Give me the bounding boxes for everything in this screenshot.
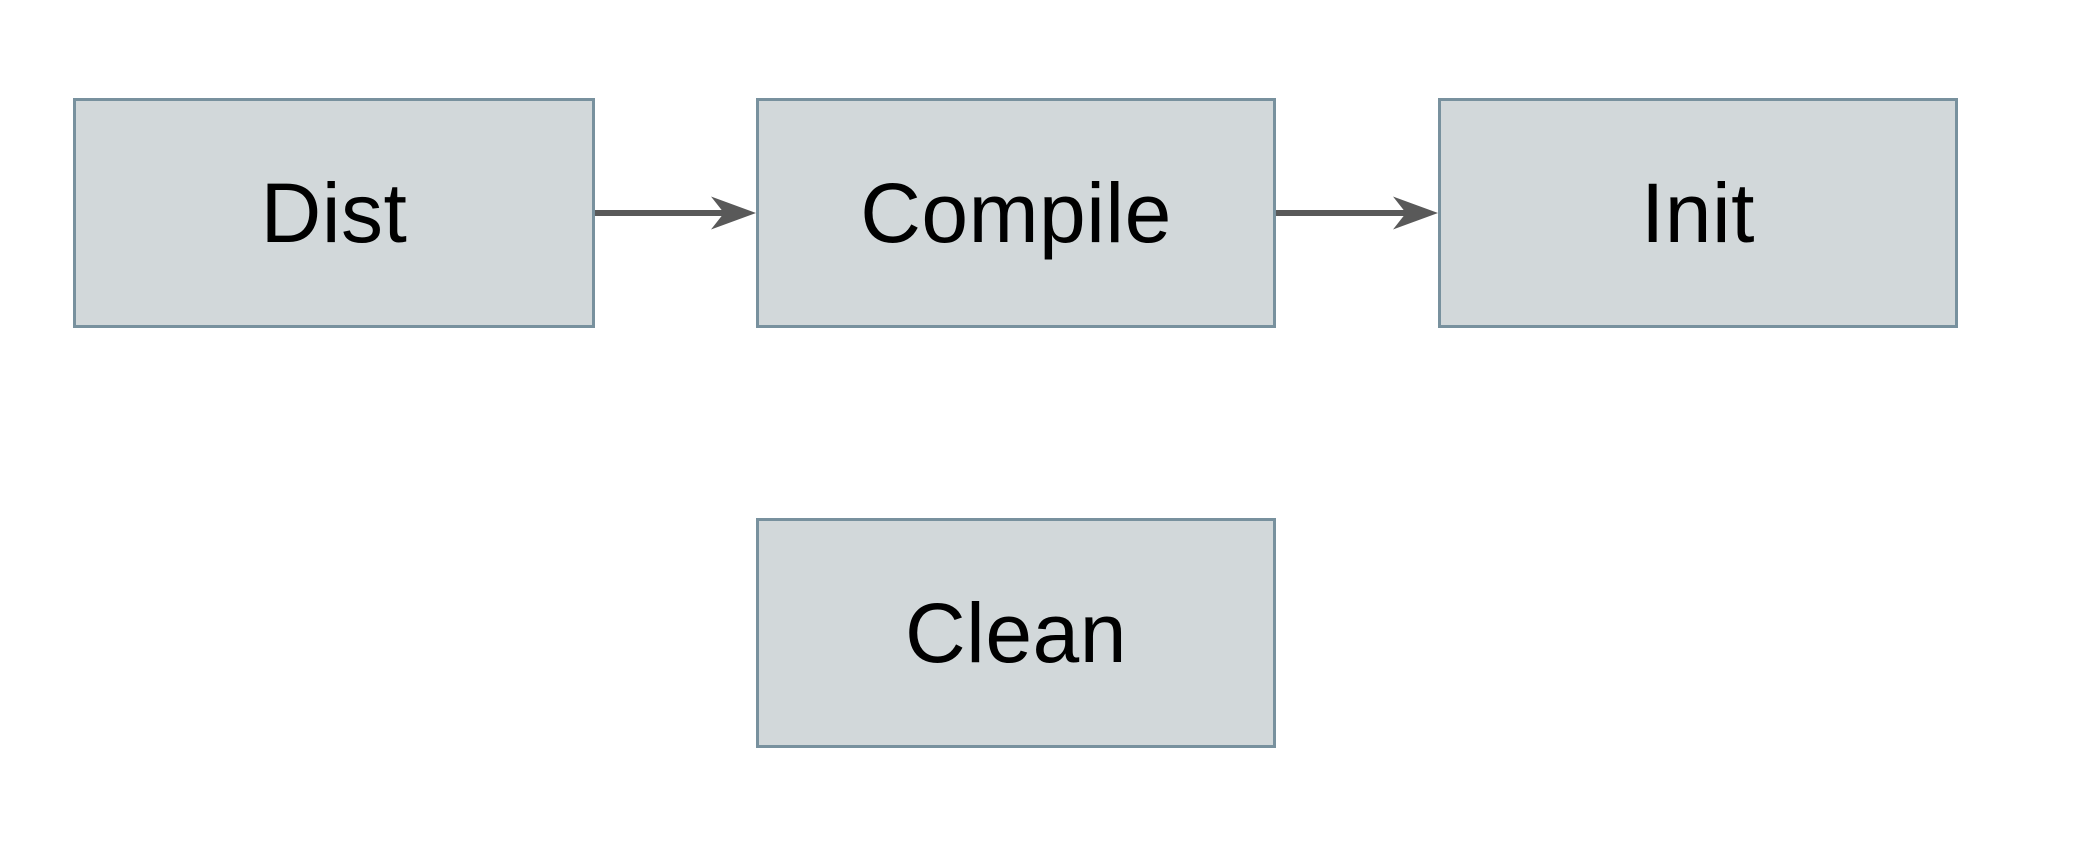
node-dist[interactable]: Dist xyxy=(73,98,595,328)
node-dist-label: Dist xyxy=(260,166,408,260)
node-init-label: Init xyxy=(1640,166,1756,260)
arrow-dist-to-compile[interactable] xyxy=(595,193,756,233)
node-clean-label: Clean xyxy=(905,586,1127,680)
node-compile-label: Compile xyxy=(860,166,1172,260)
node-init[interactable]: Init xyxy=(1438,98,1958,328)
node-compile[interactable]: Compile xyxy=(756,98,1276,328)
arrow-compile-to-init[interactable] xyxy=(1276,193,1438,233)
node-clean[interactable]: Clean xyxy=(756,518,1276,748)
